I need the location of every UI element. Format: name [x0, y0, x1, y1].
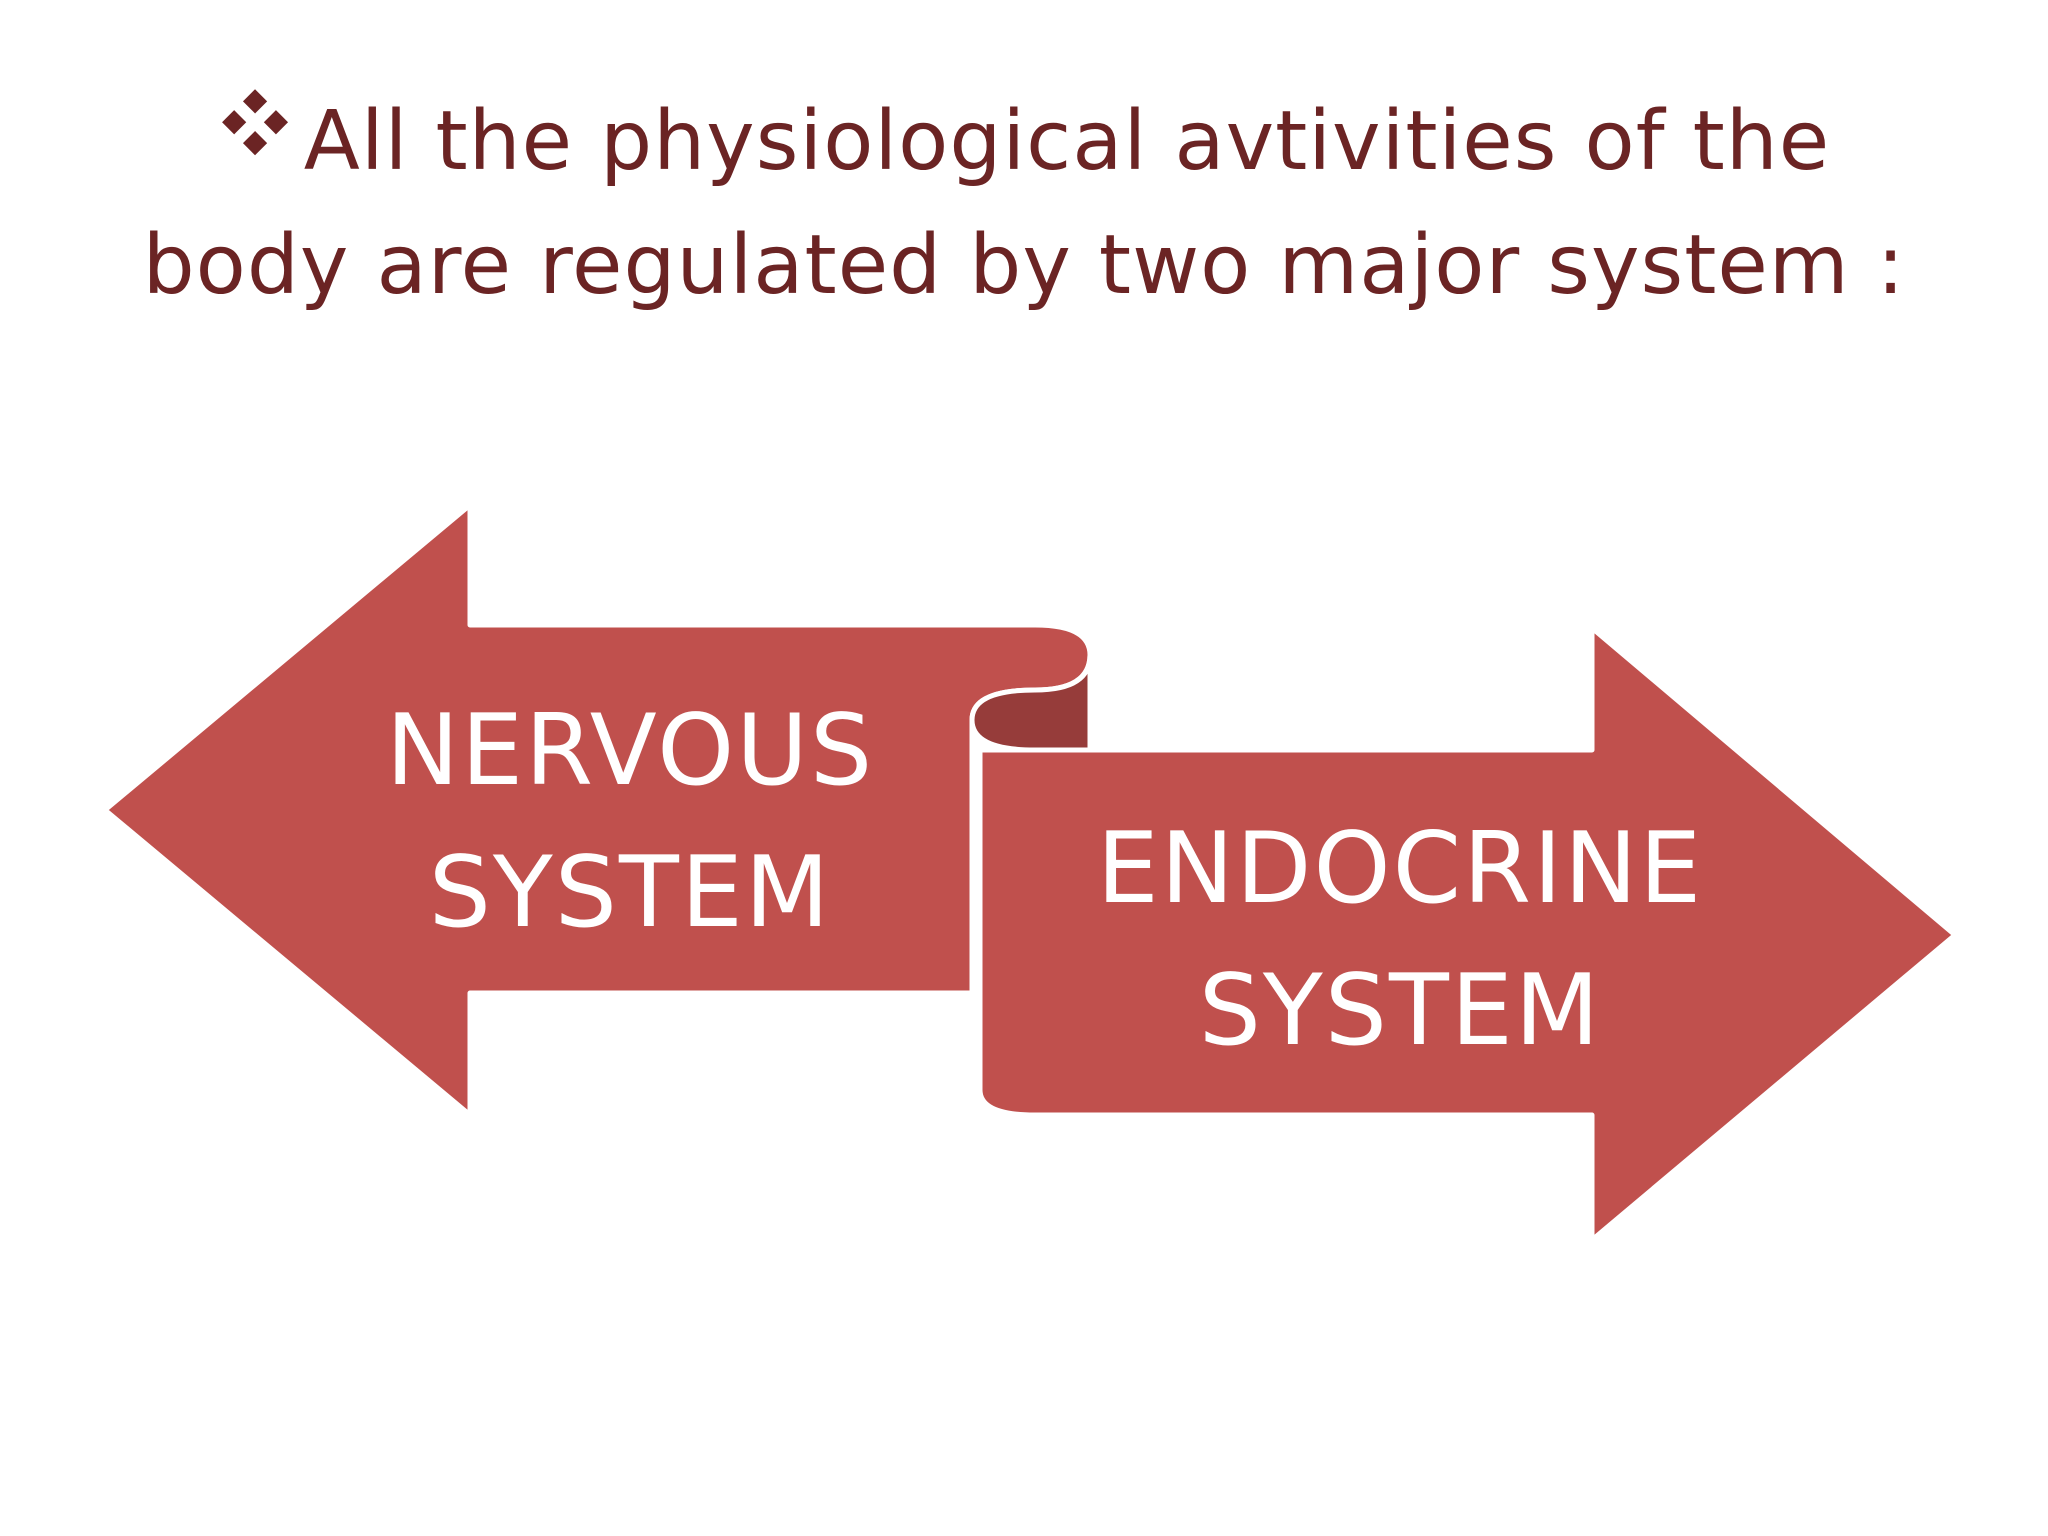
- title-line-1: All the physiological avtivities of the: [303, 94, 1831, 189]
- nervous-label-line-2: SYSTEM: [428, 836, 832, 950]
- right-arrow-shape: [977, 625, 1958, 1243]
- diamond-cluster-icon: [221, 89, 288, 156]
- endocrine-label-line-2: SYSTEM: [1198, 954, 1602, 1068]
- title-line-2: body are regulated by two major system :: [142, 218, 1906, 313]
- nervous-system-label: NERVOUS SYSTEM: [310, 680, 950, 964]
- scroll-fold-shape: [969, 652, 1093, 753]
- nervous-label-line-1: NERVOUS: [385, 694, 875, 808]
- endocrine-label-line-1: ENDOCRINE: [1096, 812, 1704, 926]
- endocrine-system-label: ENDOCRINE SYSTEM: [1010, 798, 1790, 1082]
- slide-title: All the physiological avtivities of the …: [120, 80, 1928, 328]
